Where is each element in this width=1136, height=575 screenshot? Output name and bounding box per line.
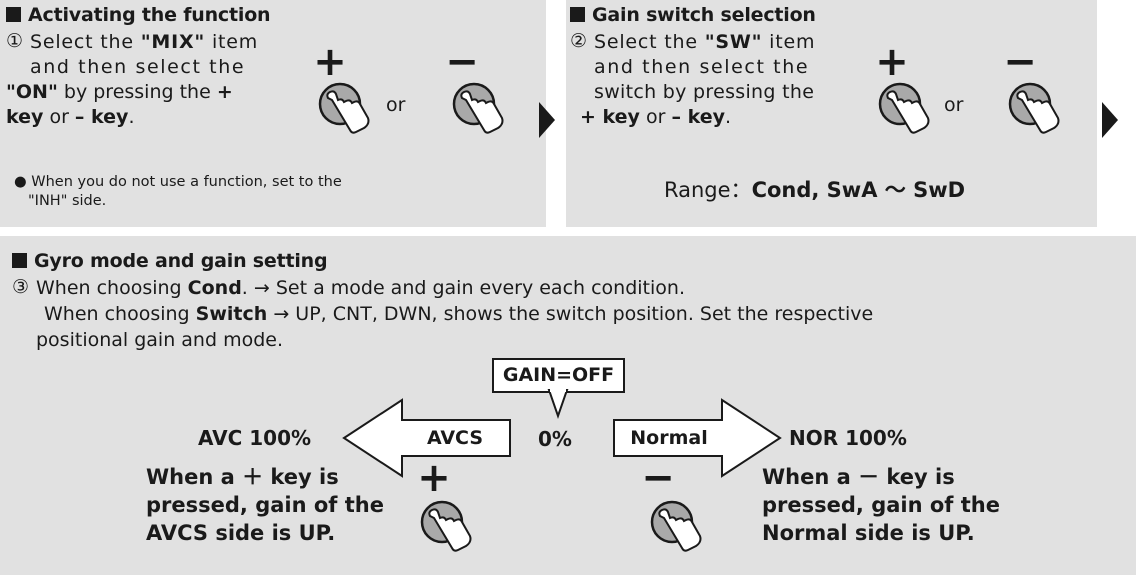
next-arrow-icon	[1102, 102, 1118, 138]
step-2-number: ②	[570, 30, 588, 52]
minus-key-button-icon[interactable]	[446, 82, 506, 152]
heading-gain-switch: Gain switch selection	[570, 4, 816, 26]
plus-symbol: +	[417, 455, 451, 501]
plus-symbol: +	[313, 39, 347, 85]
minus-symbol: −	[1003, 39, 1037, 85]
note-text: ● When you do not use a function, set to…	[14, 174, 342, 209]
heading-gyro-mode: Gyro mode and gain setting	[12, 250, 328, 272]
normal-arrow-label: Normal	[630, 427, 708, 449]
right-description: When a － key is pressed, gain of the Nor…	[762, 465, 1000, 545]
avcs-arrow-label: AVCS	[426, 427, 484, 449]
step-3-line3: positional gain and mode.	[36, 329, 283, 351]
panel-activating: Activating the function ① Select the "MI…	[0, 0, 546, 227]
square-bullet-icon	[6, 7, 21, 22]
or-label: or	[944, 94, 964, 116]
left-description: When a ＋ key is pressed, gain of the AVC…	[146, 465, 384, 545]
nor-value: NOR 100%	[789, 426, 907, 450]
step-1-text: Select the "MIX" item and then select th…	[6, 31, 259, 128]
step-1-number: ①	[6, 30, 24, 52]
minus-key-button-icon[interactable]	[1002, 82, 1062, 152]
plus-key-button-icon[interactable]	[312, 82, 372, 152]
minus-symbol: −	[445, 39, 479, 85]
heading-activating: Activating the function	[6, 4, 271, 26]
step-3-number: ③	[12, 276, 30, 298]
panel-gyro-mode: Gyro mode and gain setting ③ When choosi…	[0, 236, 1136, 575]
panel-gain-switch: Gain switch selection ② Select the "SW" …	[566, 0, 1097, 227]
step-3-line2: When choosing Switch → UP, CNT, DWN, sho…	[44, 303, 874, 325]
plus-key-button-icon[interactable]	[414, 500, 474, 570]
square-bullet-icon	[570, 7, 585, 22]
center-value: 0%	[538, 427, 572, 451]
plus-key-button-icon[interactable]	[872, 82, 932, 152]
gain-diagram-shapes	[342, 358, 782, 478]
minus-symbol: −	[641, 455, 675, 501]
next-arrow-icon	[539, 102, 555, 138]
minus-key-button-icon[interactable]	[644, 500, 704, 570]
avc-value: AVC 100%	[198, 426, 312, 450]
gain-off-label: GAIN=OFF	[502, 364, 615, 386]
step-2-text: Select the "SW" item and then select the…	[580, 31, 816, 128]
or-label: or	[386, 94, 406, 116]
step-3-line1: When choosing Cond. → Set a mode and gai…	[36, 277, 685, 299]
range-line: Range：Cond, SwA ～ SwD	[664, 178, 966, 202]
plus-symbol: +	[875, 39, 909, 85]
square-bullet-icon	[12, 253, 27, 268]
